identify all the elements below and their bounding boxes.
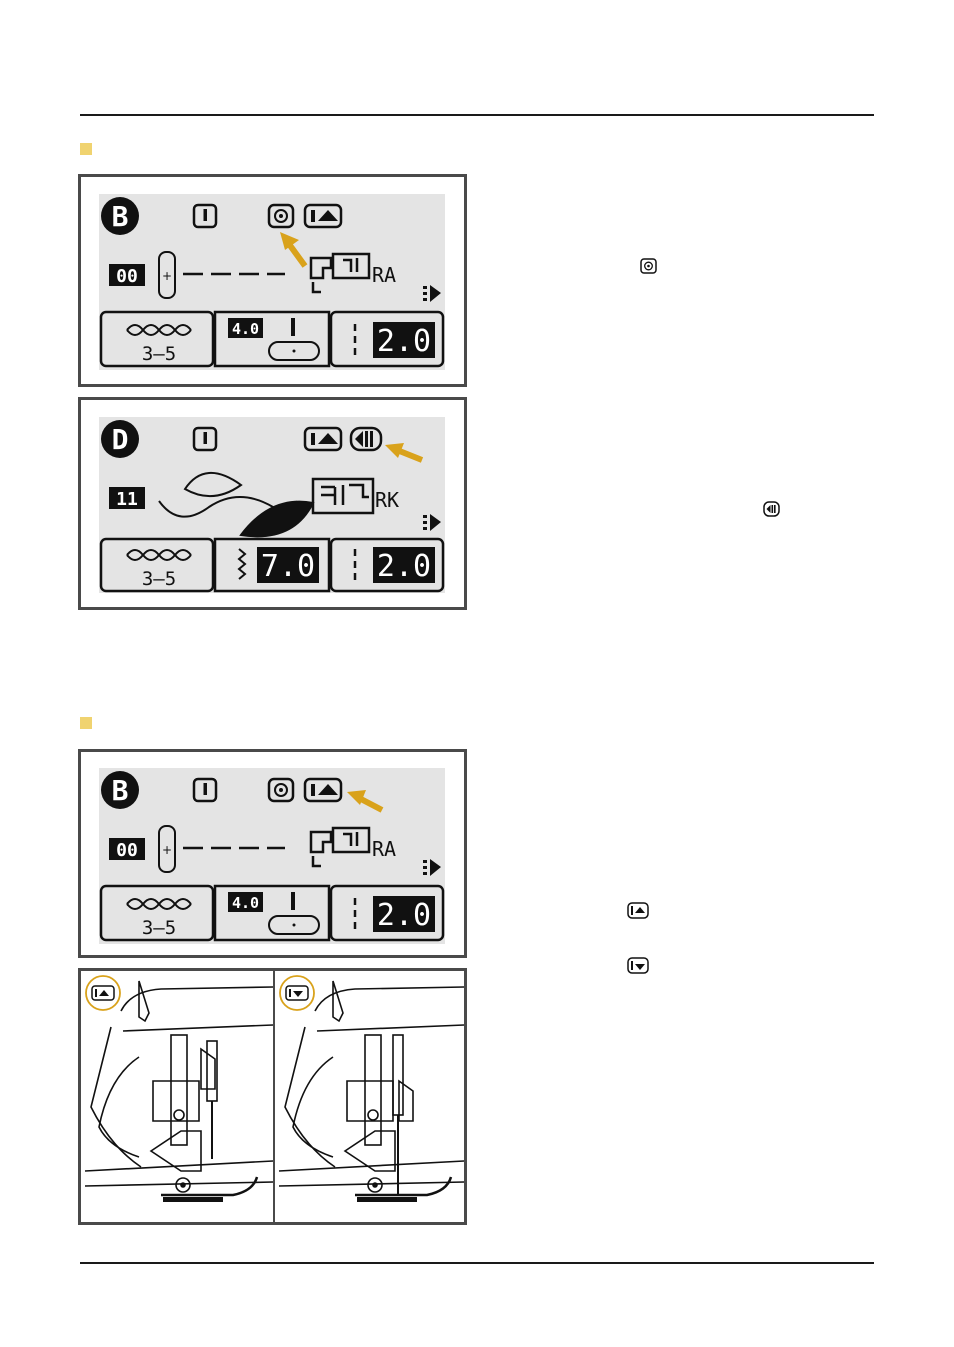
lcd-screen-2: D 11 bbox=[99, 417, 445, 593]
tension-range: 3–5 bbox=[142, 568, 176, 590]
highlight-arrow bbox=[347, 790, 382, 810]
highlight-arrow bbox=[385, 443, 422, 460]
width-value: 4.0 bbox=[232, 894, 259, 912]
tension-range: 3–5 bbox=[142, 917, 176, 939]
svg-text:+: + bbox=[162, 843, 172, 857]
feed-dog-icon bbox=[423, 285, 441, 302]
lcd-screen-3: B 00 + bbox=[99, 768, 445, 944]
needle-position-indicator: + bbox=[159, 826, 175, 872]
stitch-width-box: 4.0 bbox=[215, 886, 329, 940]
stitch-number: 11 bbox=[116, 489, 138, 510]
length-value: 2.0 bbox=[377, 898, 431, 933]
stitch-width-box: 7.0 bbox=[215, 539, 329, 591]
needle-position-indicator: + bbox=[159, 252, 175, 298]
section-bullet-1 bbox=[80, 143, 92, 155]
presser-foot-icon bbox=[311, 828, 369, 866]
lcd-frame-3: B 00 + bbox=[78, 749, 467, 958]
mode-letter: D bbox=[112, 423, 129, 456]
length-value: 2.0 bbox=[377, 324, 431, 359]
header-rule bbox=[80, 114, 874, 116]
width-value: 7.0 bbox=[261, 549, 315, 584]
tension-range: 3–5 bbox=[142, 343, 176, 365]
mirror-image-icon bbox=[351, 428, 381, 450]
presser-foot-icon bbox=[311, 254, 369, 292]
stitch-length-box: 2.0 bbox=[331, 539, 443, 591]
stitch-number: 00 bbox=[116, 840, 138, 861]
section-bullet-2 bbox=[80, 717, 92, 729]
lcd-frame-1: B 00 bbox=[78, 174, 467, 387]
needle-position-icon bbox=[269, 779, 293, 801]
highlight-arrow bbox=[280, 232, 305, 266]
presser-foot-icon bbox=[313, 479, 373, 513]
needle-up-icon bbox=[627, 902, 649, 919]
mode-letter: B bbox=[112, 774, 129, 807]
needle-down-badge bbox=[280, 976, 314, 1010]
needle-position-icon bbox=[640, 258, 657, 274]
leaf-stitch-preview bbox=[159, 473, 313, 536]
pointer-tool bbox=[139, 981, 149, 1021]
feed-dog-icon bbox=[423, 859, 441, 876]
foot-code: RA bbox=[372, 837, 396, 861]
needle-position-icon bbox=[269, 205, 293, 227]
stitch-width-box: 4.0 bbox=[215, 312, 329, 366]
needle-down-icon bbox=[627, 957, 649, 974]
needle-icon bbox=[194, 428, 216, 450]
needle-up-icon bbox=[305, 779, 341, 801]
needle-icon bbox=[194, 779, 216, 801]
tension-box: 3–5 bbox=[101, 886, 213, 940]
length-value: 2.0 bbox=[377, 549, 431, 584]
pointer-tool bbox=[333, 981, 343, 1021]
needle-photos-frame bbox=[78, 968, 467, 1225]
footer-rule bbox=[80, 1262, 874, 1264]
svg-text:+: + bbox=[162, 269, 172, 283]
foot-code: RK bbox=[375, 488, 399, 512]
mode-letter: B bbox=[112, 200, 129, 233]
needle-up-icon bbox=[305, 205, 341, 227]
needle-icon bbox=[194, 205, 216, 227]
needle-up-badge bbox=[86, 976, 120, 1010]
needle-down-photo bbox=[275, 971, 464, 1222]
lcd-screen-1: B 00 bbox=[99, 194, 445, 370]
needle-up-icon bbox=[305, 428, 341, 450]
stitch-length-box: 2.0 bbox=[331, 312, 443, 366]
needle-up-photo bbox=[81, 971, 273, 1222]
mirror-image-icon bbox=[763, 501, 780, 517]
tension-box: 3–5 bbox=[101, 539, 213, 591]
tension-box: 3–5 bbox=[101, 312, 213, 366]
foot-code: RA bbox=[372, 263, 396, 287]
stitch-length-box: 2.0 bbox=[331, 886, 443, 940]
stitch-number: 00 bbox=[116, 266, 138, 287]
feed-dog-icon bbox=[423, 514, 441, 531]
lcd-frame-2: D 11 bbox=[78, 397, 467, 610]
width-value: 4.0 bbox=[232, 320, 259, 338]
